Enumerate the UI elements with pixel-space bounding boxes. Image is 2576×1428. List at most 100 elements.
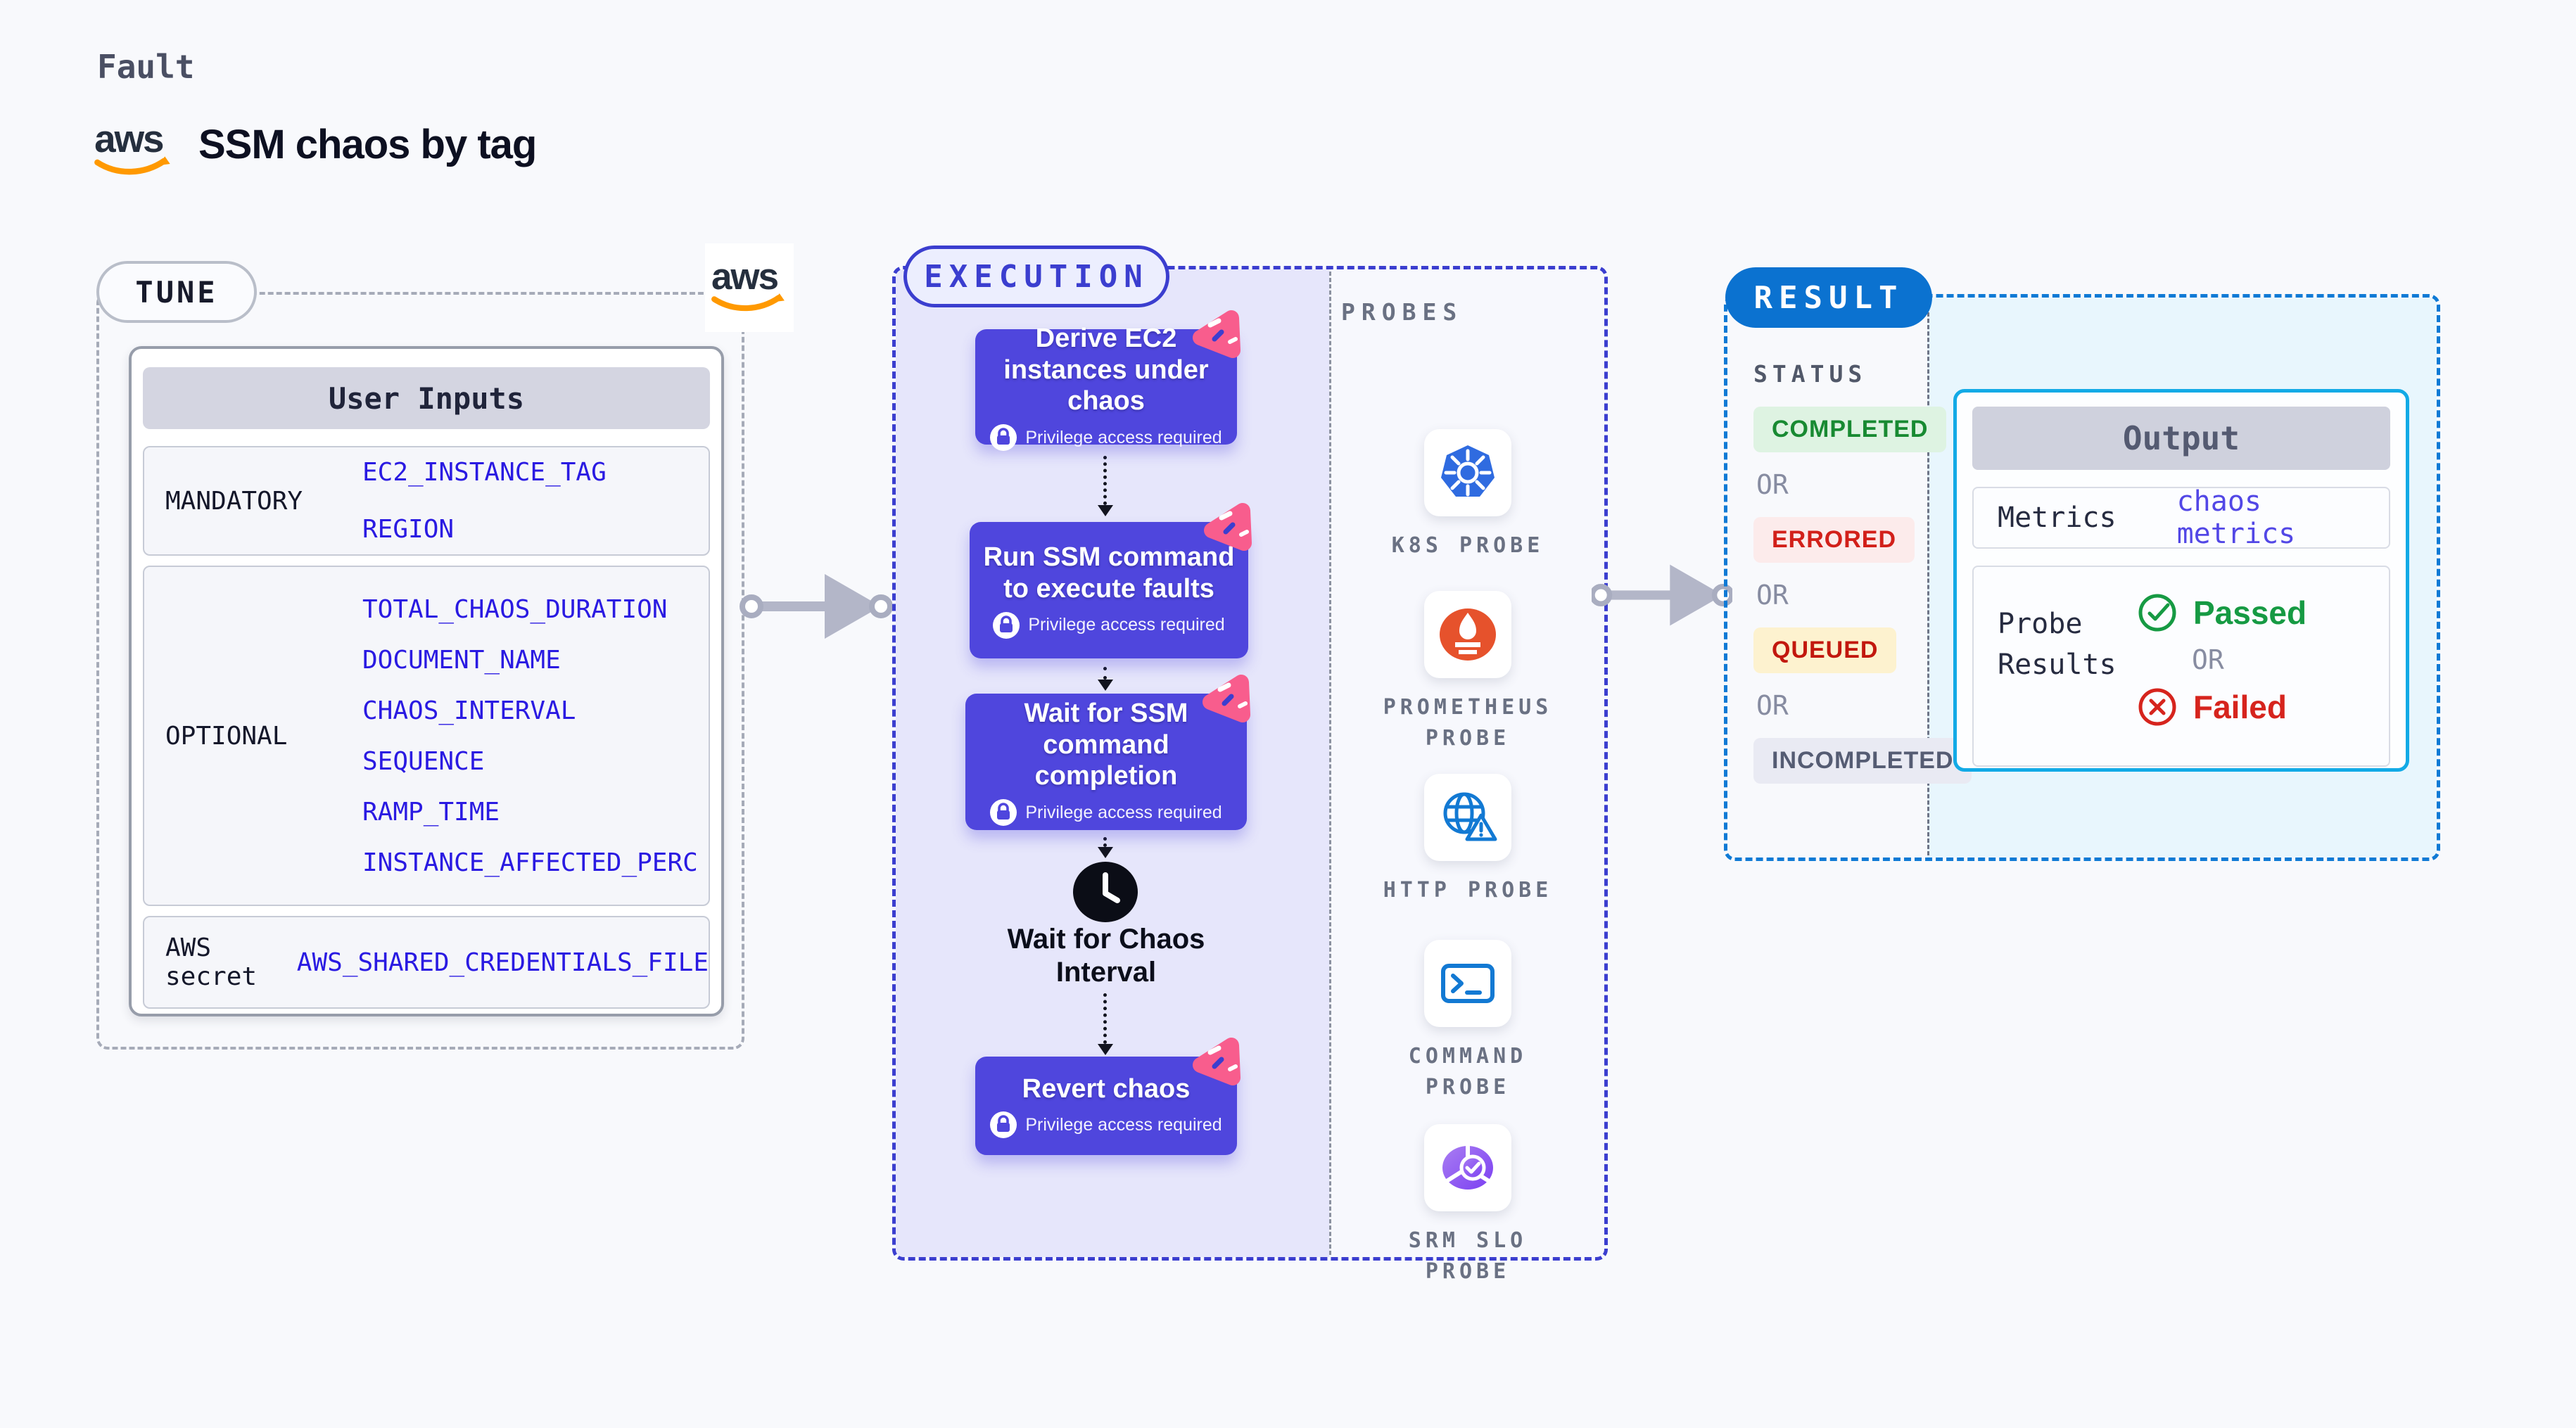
failed-line: Failed [2137,687,2389,727]
probe-card [1424,429,1511,516]
param: TOTAL_CHAOS_DURATION [362,594,668,624]
or-label: OR [1756,580,1789,611]
user-inputs-card: User Inputs MANDATORY EC2_INSTANCE_TAG R… [129,346,724,1016]
metrics-row: Metrics chaos metrics [1972,485,2390,550]
chaos-fault-icon [1199,671,1260,727]
chaos-fault-icon [1200,499,1261,556]
param: DOCUMENT_NAME [362,645,561,675]
param: SEQUENCE [362,746,485,776]
check-circle-icon [2138,594,2176,632]
prometheus-probe-icon [1440,608,1496,661]
step-title: Derive EC2 instances under chaos [1003,323,1209,416]
aws-secret-label: AWS secret [165,933,258,991]
tune-pill: TUNE [96,261,257,323]
output-card: Output Metrics chaos metrics Probe Resul… [1953,389,2409,772]
probes-label: PROBES [1341,298,1464,326]
step-title: Revert chaos [1022,1073,1191,1104]
user-inputs-header: User Inputs [143,367,710,429]
or-label: OR [2192,644,2224,675]
status-badge-incompleted: INCOMPLETED [1753,738,1972,784]
metrics-label: Metrics [1998,502,2117,534]
privilege-text: Privilege access required [1025,427,1222,447]
status-badge-completed: COMPLETED [1753,407,1947,452]
aws-logo-icon [710,253,789,322]
privilege-text: Privilege access required [1025,802,1222,822]
param: AWS_SHARED_CREDENTIALS_FILE [296,948,709,977]
passed-line: Passed [2137,592,2389,633]
privilege-note: Privilege access required [993,611,1225,639]
aws-logo-icon [93,115,175,186]
execution-probes-divider [1329,269,1331,1257]
status-badge-errored: ERRORED [1753,517,1915,563]
aws-secret-row: AWS secret AWS_SHARED_CREDENTIALS_FILE [143,916,710,1009]
fault-eyebrow: Fault [97,48,195,86]
privilege-text: Privilege access required [1028,615,1225,635]
clock-icon [1072,860,1138,924]
probe-label: PROMETHEUS PROBE [1383,695,1553,751]
probe-prometheus: PROMETHEUS PROBE [1376,591,1559,753]
k8s-probe-icon [1441,445,1495,497]
probe-label: HTTP PROBE [1383,878,1553,903]
wait-chaos-interval-label: Wait for Chaos Interval [1007,924,1205,988]
optional-label: OPTIONAL [165,721,288,751]
probe-card [1424,940,1511,1027]
execution-pill: EXECUTION [903,246,1169,307]
probe-k8s: K8S PROBE [1376,429,1559,561]
failed-label: Failed [2193,689,2287,725]
probe-label: COMMAND PROBE [1408,1044,1528,1099]
probe-srm-slo: SRM SLO PROBE [1376,1124,1559,1287]
param: RAMP_TIME [362,797,500,827]
connector-arrowhead [1098,1044,1113,1055]
page-title: SSM chaos by tag [198,122,537,167]
aws-corner-patch [705,243,794,332]
status-badge-queued: QUEUED [1753,627,1897,673]
privilege-note: Privilege access required [990,799,1222,827]
connector-line [1103,667,1107,680]
connector-arrowhead [1098,680,1113,691]
connector-line [1103,456,1107,505]
probe-results-label: Probe Results [1998,608,2117,681]
lock-icon [990,799,1017,827]
x-circle-icon [2138,688,2176,726]
probe-results-row: Probe Results Passed OR Faile [1972,566,2390,767]
probe-label: K8S PROBE [1391,533,1544,558]
probe-results-values: Passed OR Failed [2137,567,2389,765]
command-probe-icon [1441,964,1495,1003]
status-list: COMPLETED OR ERRORED OR QUEUED OR INCOMP… [1753,407,1972,784]
mandatory-row: MANDATORY EC2_INSTANCE_TAG REGION [143,446,710,556]
privilege-text: Privilege access required [1025,1114,1222,1135]
privilege-note: Privilege access required [990,1111,1222,1139]
http-probe-icon [1443,792,1497,841]
step-revert-chaos: Revert chaos Privilege access required [975,1057,1237,1155]
or-label: OR [1756,690,1789,721]
status-label: STATUS [1753,360,1867,388]
chaos-fault-icon [1189,307,1250,363]
lock-icon [990,1111,1017,1139]
or-label: OR [1756,469,1789,500]
probe-card [1424,591,1511,678]
probe-card [1424,774,1511,861]
probe-label: SRM SLO PROBE [1408,1228,1528,1284]
status-output-divider [1927,298,1929,858]
step-wait-ssm: Wait for SSM command completion Privileg… [965,694,1247,830]
chaos-fault-icon [1189,1034,1250,1090]
param: EC2_INSTANCE_TAG [362,458,607,487]
step-title: Run SSM command to execute faults [983,542,1235,604]
mandatory-params: EC2_INSTANCE_TAG REGION [362,447,709,554]
lock-icon [990,424,1017,452]
step-run-ssm: Run SSM command to execute faults Privil… [970,522,1248,658]
mandatory-label: MANDATORY [165,486,303,516]
probe-command: COMMAND PROBE [1376,940,1559,1102]
aws-secret-params: AWS_SHARED_CREDENTIALS_FILE [297,917,709,1007]
probe-card [1424,1124,1511,1211]
probe-http: HTTP PROBE [1376,774,1559,906]
step-derive-ec2: Derive EC2 instances under chaos Privile… [975,329,1237,452]
lock-icon [993,611,1020,639]
param: CHAOS_INTERVAL [362,696,576,725]
connector-line [1103,837,1107,847]
step-title: Wait for SSM command completion [1024,698,1188,791]
arrow-probes-to-result [1592,553,1732,637]
metrics-value: chaos metrics [2176,485,2296,550]
param: REGION [362,515,455,544]
